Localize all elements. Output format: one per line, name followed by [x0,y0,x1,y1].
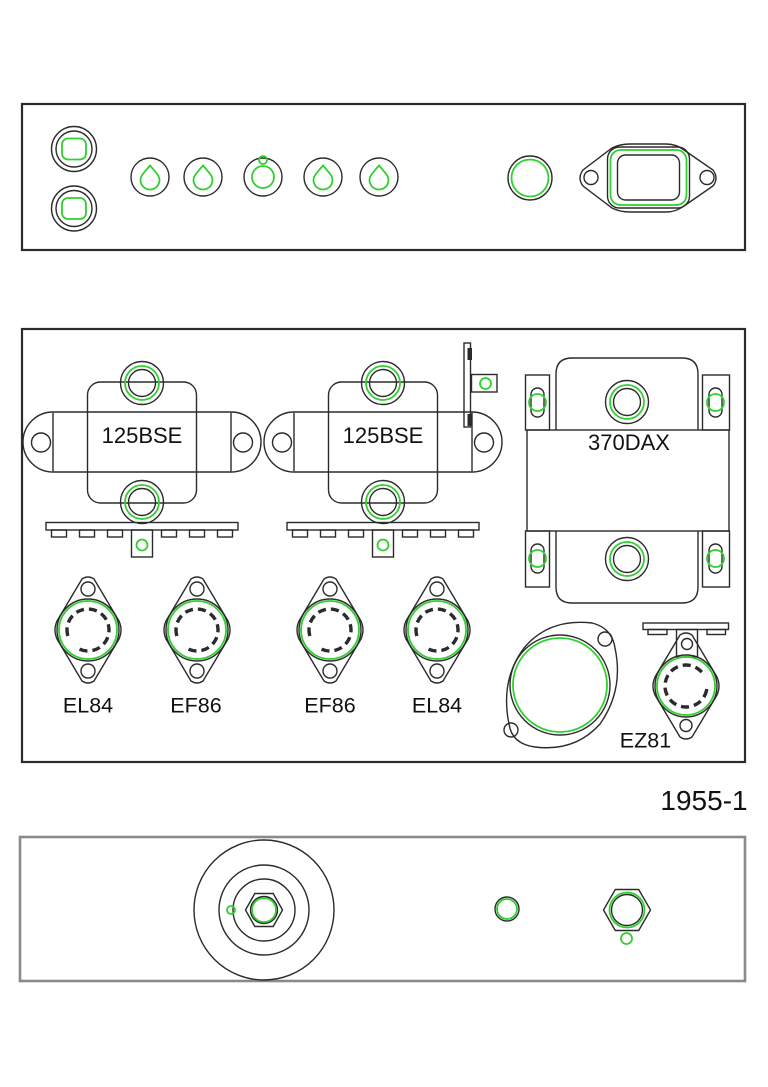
pot-hole-icon [183,157,223,197]
rectifier-socket-ez81 [642,622,730,740]
pot-hole-icon [303,157,343,197]
tube-socket-el84-1 [54,576,122,684]
chassis-outline [20,327,747,764]
front-panel [20,102,747,252]
output-transformer-2 [264,362,502,558]
rear-panel [18,835,747,983]
power-transformer-label: 370DAX [588,430,670,455]
pot-hole-icon [359,157,399,197]
front-panel-outline [20,102,747,252]
speaker-cutout-icon [193,839,335,981]
tube-socket-ef86-1 [163,576,231,684]
hex-nut-hole-icon [602,888,652,945]
drawing-number: 1955-1 [660,785,747,816]
pot-hole-icon [130,157,170,197]
socket-label-ef86-1: EF86 [170,694,221,718]
tag-strip [463,342,498,428]
pot-hole-with-pilot-icon [243,155,283,197]
small-hole-icon [494,896,520,922]
jack-hole-icon [50,125,98,173]
socket-label-el84-2: EL84 [412,694,462,718]
output-transformer-1 [23,362,261,558]
tube-socket-ef86-2 [296,576,364,684]
jack-hole-icon [50,185,98,232]
tube-socket-el84-2 [403,576,471,684]
chassis-panel: 125BSE 125BSE 370DAX [20,327,747,764]
pilot-lamp-hole-icon [507,155,553,201]
power-transformer [524,357,731,604]
socket-label-el84-1: EL84 [63,694,113,718]
output-transformer-1-label: 125BSE [102,423,183,448]
mains-connector-cutout [579,143,717,213]
output-transformer-2-label: 125BSE [343,423,424,448]
socket-label-ef86-2: EF86 [304,694,355,718]
can-capacitor-clamp [503,621,619,749]
socket-label-ez81: EZ81 [620,729,671,753]
rear-panel-outline [18,835,747,983]
